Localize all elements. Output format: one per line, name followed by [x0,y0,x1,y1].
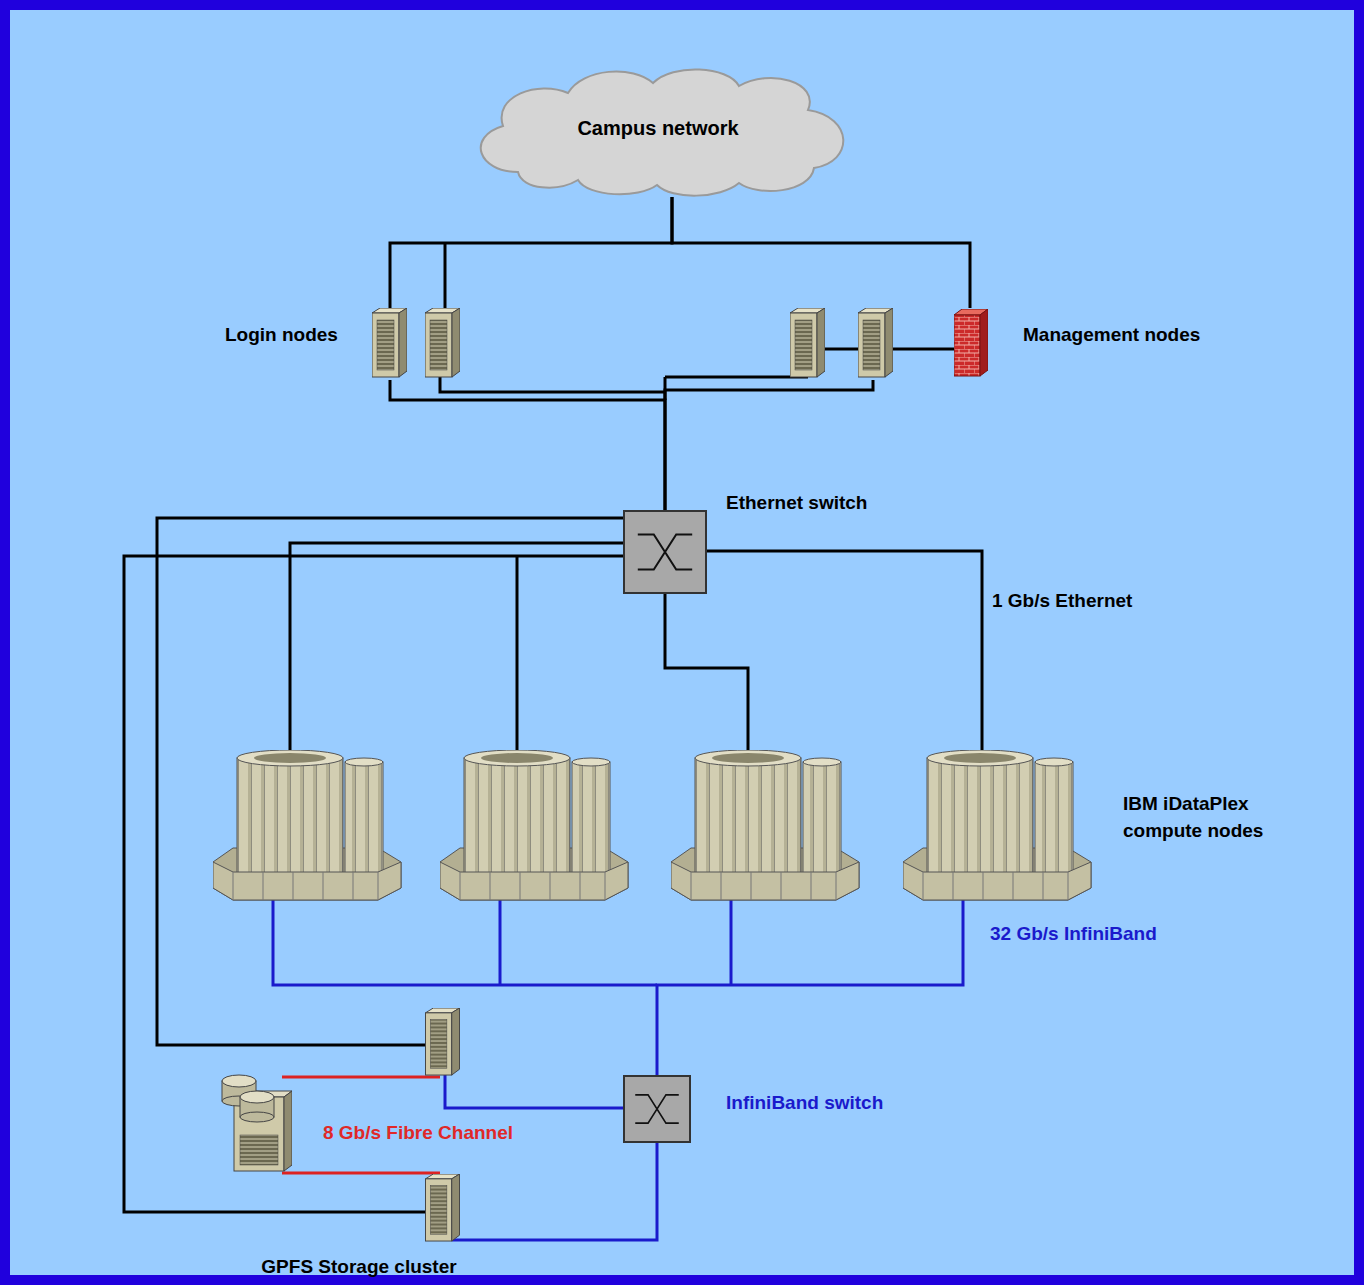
compute-rack-icon [903,750,1091,900]
wire [282,1172,440,1175]
node-label: InfiniBand switch [726,1092,883,1114]
compute-rack-icon [440,750,628,900]
cloud-node: Campus network [458,62,858,197]
network-link [665,380,873,510]
server-icon [372,308,407,377]
compute-rack-icon [213,750,401,900]
disk-array-icon [222,1075,292,1171]
link-speed-label: 8 Gb/s Fibre Channel [323,1122,513,1144]
wire [444,243,447,310]
node-label: IBM iDataPlex compute nodes [1123,790,1298,844]
server-icon [426,1008,460,1075]
network-link [390,197,672,308]
firewall-icon [954,309,988,376]
infiniband-wires [273,898,731,1240]
wire [825,348,858,351]
server-icon [426,1174,460,1241]
network-link [707,551,982,750]
node-label: GPFS Storage cluster [214,1256,504,1278]
wire [220,1044,428,1047]
node-label: Campus network [458,117,858,139]
switch-box: InfiniBand switch [623,1075,691,1143]
wire [290,543,623,752]
page-frame [5,5,1359,1280]
wire [730,898,733,985]
wire [893,348,955,351]
server-group: Management nodes [788,308,1248,380]
wire [665,594,748,752]
switch-symbol [625,512,705,592]
link-speed-label: 32 Gb/s InfiniBand [990,923,1157,945]
network-link [465,1143,657,1240]
network-link [390,380,665,510]
ethernet-wires [124,243,955,1212]
node-label: Management nodes [1023,324,1200,346]
switch-box: Ethernet switch [623,510,707,594]
server-icon [425,308,460,377]
server-icon [858,308,893,377]
wire [499,898,502,985]
wire [445,1074,623,1108]
network-link [672,197,970,308]
switch-cross [638,534,692,569]
network-link [657,900,963,1075]
wire [282,1076,440,1079]
compute-cluster: IBM iDataPlex compute nodes [210,750,1295,900]
wire [516,556,519,752]
server-icon [790,308,825,377]
compute-rack-icon [671,750,859,900]
server-group: Login nodes [215,308,465,380]
switch-cross [635,1095,679,1123]
switch-symbol [625,1077,689,1141]
node-label: Login nodes [225,324,338,346]
wire [665,376,808,379]
wire [273,898,657,985]
wire [440,376,665,392]
node-label: Ethernet switch [726,492,867,514]
link-speed-label: 1 Gb/s Ethernet [992,590,1132,612]
